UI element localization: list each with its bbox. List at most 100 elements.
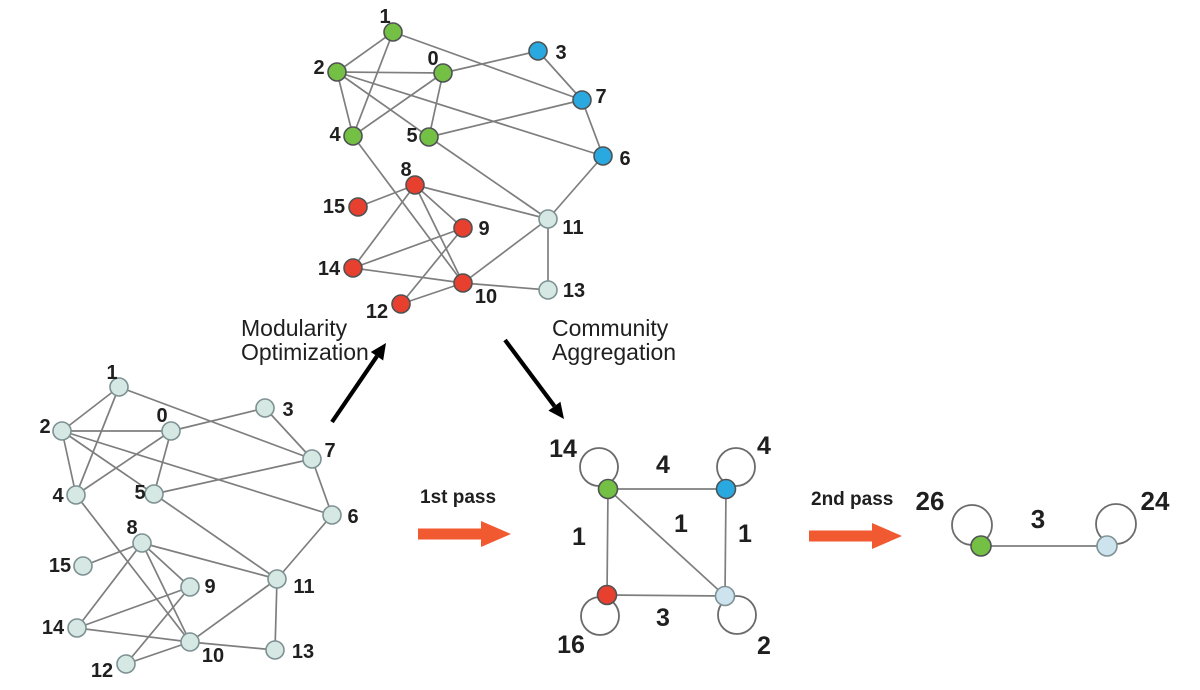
graph-node-original-graph-1 (109, 377, 129, 397)
second-pass-text: 2nd pass (811, 489, 894, 510)
graph-node-partitioned-graph-14 (343, 258, 363, 278)
graph-node-original-graph-10 (180, 632, 200, 652)
graph-node-original-graph-3 (255, 398, 275, 418)
graph-node-original-graph-12 (116, 654, 136, 674)
first-pass-label: 1st pass (420, 487, 496, 509)
edge-partitioned-graph-2-6 (336, 71, 604, 157)
edge-partitioned-graph-8-15 (357, 184, 416, 208)
node-label-partitioned-graph-4: 4 (329, 124, 341, 146)
graph-node-aggregated-graph-r (596, 584, 618, 606)
graph-node-original-graph-15 (73, 556, 93, 576)
first-pass-text: 1st pass (420, 487, 497, 508)
node-label-original-graph-2: 2 (39, 416, 50, 438)
graph-node-aggregated-graph-b (715, 478, 737, 500)
graph-node-original-graph-4 (66, 485, 86, 505)
node-label-original-graph-9: 9 (204, 576, 215, 598)
edge-partitioned-graph-5-7 (428, 99, 583, 138)
modularity-optimization-line2: Optimization (241, 338, 369, 365)
edge-aggregated-graph-b-p (724, 488, 727, 597)
edge-aggregated-graph-g-p (607, 488, 726, 597)
edge-partitioned-graph-0-5 (428, 72, 444, 138)
node-label-original-graph-8: 8 (126, 517, 137, 539)
second-pass-arrow (809, 523, 902, 549)
loop-weight-label-aggregated-graph-r: 16 (557, 631, 585, 659)
community-aggregation-line2: Aggregation (552, 338, 677, 365)
edge-partitioned-graph-4-10 (352, 135, 464, 284)
node-label-original-graph-11: 11 (293, 576, 314, 598)
self-loop-aggregated-graph-p (717, 595, 757, 635)
edge-original-graph-8-14 (76, 542, 143, 629)
edge-weight-label-aggregated-graph-r-p: 3 (656, 604, 670, 632)
edge-original-graph-5-11 (153, 493, 278, 580)
node-label-partitioned-graph-9: 9 (478, 218, 489, 240)
modularity-optimization-arrow-shaft (330, 355, 379, 424)
node-label-partitioned-graph-7: 7 (595, 86, 606, 108)
self-loop-aggregated-graph-b (716, 447, 756, 487)
node-label-partitioned-graph-5: 5 (406, 125, 417, 147)
edge-original-graph-8-9 (141, 542, 191, 588)
node-label-partitioned-graph-8: 8 (400, 159, 411, 181)
edge-original-graph-8-10 (141, 542, 191, 643)
edge-original-graph-10-12 (125, 641, 191, 665)
second-pass-label: 2nd pass (811, 489, 893, 511)
loop-weight-label-aggregated-graph-b: 4 (757, 432, 771, 460)
graph-node-partitioned-graph-1 (383, 22, 403, 42)
node-label-partitioned-graph-3: 3 (555, 42, 566, 64)
community-aggregation-arrow-shaft (503, 338, 557, 408)
first-pass-arrow (418, 521, 511, 547)
edge-original-graph-9-12 (125, 586, 191, 665)
edge-weight-label-second-pass-graph-gb-rp: 3 (1031, 504, 1045, 534)
edge-original-graph-2-6 (61, 430, 333, 516)
edge-original-graph-1-2 (61, 386, 120, 432)
graph-node-original-graph-9 (180, 577, 200, 597)
node-label-partitioned-graph-14: 14 (318, 258, 341, 280)
modularity-optimization-line1: Modularity (241, 315, 348, 341)
graph-node-second-pass-graph-gb (970, 535, 992, 557)
node-label-original-graph-3: 3 (282, 399, 293, 421)
edge-partitioned-graph-6-11 (547, 155, 604, 220)
graph-node-partitioned-graph-8 (405, 175, 425, 195)
graph-node-original-graph-13 (265, 640, 285, 660)
edge-partitioned-graph-0-3 (442, 50, 539, 74)
node-label-partitioned-graph-0: 0 (427, 48, 438, 70)
community-aggregation-line1: Community (552, 315, 669, 341)
node-label-original-graph-1: 1 (106, 362, 117, 384)
edge-original-graph-0-3 (170, 407, 266, 432)
edge-weight-label-aggregated-graph-b-p: 1 (738, 520, 752, 548)
edge-partitioned-graph-0-2 (336, 71, 444, 74)
edge-original-graph-5-7 (153, 458, 313, 495)
loop-weight-label-aggregated-graph-p: 2 (757, 632, 771, 660)
graph-node-partitioned-graph-12 (391, 294, 411, 314)
graph-node-partitioned-graph-2 (327, 62, 347, 82)
edge-original-graph-10-13 (189, 641, 276, 651)
edge-original-graph-3-7 (264, 407, 313, 460)
edge-original-graph-2-5 (61, 430, 155, 495)
node-label-original-graph-13: 13 (292, 641, 314, 663)
edge-partitioned-graph-2-4 (336, 71, 354, 137)
node-label-partitioned-graph-2: 2 (313, 57, 324, 79)
graph-node-second-pass-graph-rp (1096, 535, 1118, 557)
graph-node-partitioned-graph-5 (419, 127, 439, 147)
node-label-partitioned-graph-12: 12 (366, 301, 388, 323)
edge-weight-label-aggregated-graph-g-r: 1 (572, 523, 586, 551)
graph-node-aggregated-graph-p (714, 585, 736, 607)
edge-original-graph-8-11 (141, 542, 278, 580)
graph-node-partitioned-graph-4 (343, 126, 363, 146)
edge-original-graph-1-7 (118, 386, 313, 460)
node-label-original-graph-15: 15 (49, 555, 71, 577)
graph-node-original-graph-8 (132, 533, 152, 553)
edge-aggregated-graph-g-r (606, 488, 609, 596)
edge-aggregated-graph-r-p (606, 594, 726, 597)
graph-node-original-graph-7 (302, 449, 322, 469)
edge-partitioned-graph-10-13 (462, 282, 549, 291)
graph-node-partitioned-graph-0 (433, 63, 453, 83)
edge-partitioned-graph-2-5 (336, 71, 430, 138)
graph-node-original-graph-14 (67, 618, 87, 638)
edge-partitioned-graph-3-7 (537, 50, 583, 101)
graph-node-partitioned-graph-13 (538, 280, 558, 300)
edge-weight-label-aggregated-graph-g-b: 4 (656, 451, 670, 479)
node-label-original-graph-14: 14 (42, 617, 65, 639)
node-label-original-graph-6: 6 (347, 506, 358, 528)
community-aggregation-label: Community Aggregation (552, 315, 677, 365)
graph-node-partitioned-graph-9 (453, 218, 473, 238)
